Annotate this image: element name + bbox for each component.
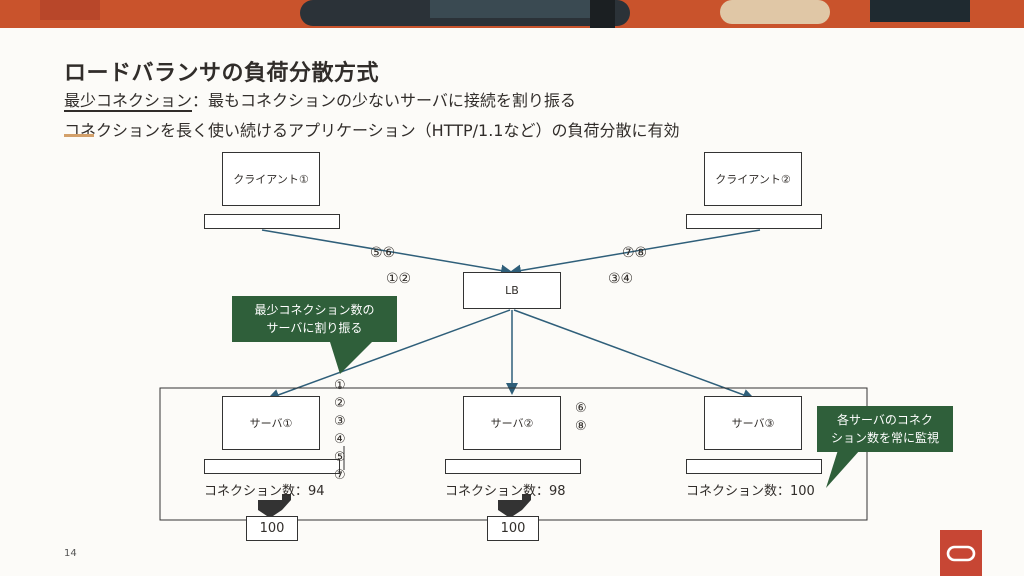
server-1-request: ④ xyxy=(334,432,346,447)
server-1-result: 100 xyxy=(246,516,298,541)
callout-least-connection-text: 最少コネクション数の サーバに割り振る xyxy=(254,303,375,335)
callout-monitor-text: 各サーバのコネク ション数を常に監視 xyxy=(830,413,939,445)
server-2-result: 100 xyxy=(487,516,539,541)
server-2-connection-count: コネクション数：98 xyxy=(445,484,566,499)
subtitle-rest: ：最もコネクションの少ないサーバに接続を割り振る xyxy=(192,91,576,110)
request-label-right-bottom: ③④ xyxy=(608,271,634,287)
subtitle-line-2: コネクションを長く使い続けるアプリケーション（HTTP/1.1など）の負荷分散に… xyxy=(64,121,680,140)
page-title: ロードバランサの負荷分散方式 xyxy=(64,61,380,86)
server-2-request: ⑥ xyxy=(575,401,587,416)
server-1-request: ③ xyxy=(334,414,346,429)
load-balancer-box: LB xyxy=(463,272,561,309)
server-1-request: ⑤ xyxy=(334,450,346,465)
server-1-base xyxy=(204,459,340,474)
server-1-request: ① xyxy=(334,378,346,393)
callout-least-connection: 最少コネクション数の サーバに割り振る xyxy=(232,296,397,342)
server-2-box: サーバ② xyxy=(463,396,561,450)
client-2-box: クライアント② xyxy=(704,152,802,206)
server-3-base xyxy=(686,459,822,474)
subtitle-term: 最少コネクション xyxy=(64,91,193,112)
page-number: 14 xyxy=(64,548,77,559)
server-1-connection-count: コネクション数：94 xyxy=(204,484,325,499)
server-1-box: サーバ① xyxy=(222,396,320,450)
subtitle-line-1: 最少コネクション：最もコネクションの少ないサーバに接続を割り振る xyxy=(64,87,576,112)
client-1-box: クライアント① xyxy=(222,152,320,206)
client-1-base xyxy=(204,214,340,229)
oracle-logo-icon xyxy=(940,530,982,576)
request-label-left-top: ⑤⑥ xyxy=(370,245,396,261)
server-1-request: ② xyxy=(334,396,346,411)
server-2-base xyxy=(445,459,581,474)
server-2-request-list: ⑥ ⑧ xyxy=(575,400,595,436)
accent-underline xyxy=(64,134,94,137)
request-label-right-top: ⑦⑧ xyxy=(622,245,648,261)
request-label-left-bottom: ①② xyxy=(386,271,412,287)
server-2-request: ⑧ xyxy=(575,419,587,434)
server-3-box: サーバ③ xyxy=(704,396,802,450)
server-1-request-list: ① ② ③ ④ ⑤ ⑦ xyxy=(334,377,354,485)
callout-monitor: 各サーバのコネク ション数を常に監視 xyxy=(817,406,953,452)
client-2-base xyxy=(686,214,822,229)
server-1-request: ⑦ xyxy=(334,468,346,483)
server-3-connection-count: コネクション数：100 xyxy=(686,484,815,499)
decorative-banner xyxy=(0,0,1024,28)
